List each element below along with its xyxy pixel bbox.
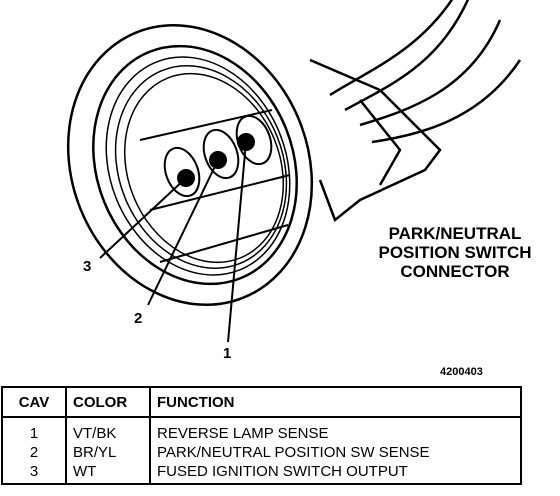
inner-ring [92, 44, 298, 286]
cavity-2 [202, 128, 240, 180]
cell-function: PARK/NEUTRAL POSITION SW SENSE [149, 443, 522, 462]
cell-function: REVERSE LAMP SENSE [149, 417, 522, 443]
table-row: 3 WT FUSED IGNITION SWITCH OUTPUT [1, 462, 522, 485]
table-header-row: CAV COLOR FUNCTION [1, 386, 522, 418]
header-color: COLOR [65, 386, 151, 418]
callout-1: 1 [223, 345, 232, 362]
rear-housing [309, 58, 442, 223]
table-row: 1 VT/BK REVERSE LAMP SENSE [1, 417, 522, 443]
cell-color: WT [65, 462, 151, 485]
cell-cav: 1 [1, 417, 67, 443]
connector-title: PARK/NEUTRAL POSITION SWITCH CONNECTOR [355, 224, 555, 281]
cell-color: BR/YL [65, 443, 151, 462]
leader-line-2 [147, 159, 219, 306]
cell-function: FUSED IGNITION SWITCH OUTPUT [149, 462, 522, 485]
wire [329, 0, 454, 97]
outer-ring [66, 23, 314, 307]
figure-code: 4200403 [440, 366, 483, 378]
pinout-table: CAV COLOR FUNCTION 1 VT/BK REVERSE LAMP … [1, 386, 522, 485]
connector-illustration [66, 0, 522, 343]
wire [344, 0, 470, 112]
connector-title-line: PARK/NEUTRAL [388, 224, 522, 243]
cavity-3 [163, 146, 201, 198]
connector-title-line: POSITION SWITCH [378, 243, 532, 262]
cell-cav: 3 [1, 462, 67, 485]
wire [359, 19, 502, 127]
header-cav: CAV [1, 386, 67, 418]
leader-line-1 [227, 141, 247, 343]
wire [371, 59, 522, 144]
callout-3: 3 [83, 258, 92, 275]
cell-color: VT/BK [65, 417, 151, 443]
callout-2: 2 [134, 310, 143, 327]
header-function: FUNCTION [149, 386, 522, 418]
leader-line-3 [99, 177, 187, 259]
connector-title-line: CONNECTOR [400, 262, 510, 281]
table-row: 2 BR/YL PARK/NEUTRAL POSITION SW SENSE [1, 443, 522, 462]
cell-cav: 2 [1, 443, 67, 462]
